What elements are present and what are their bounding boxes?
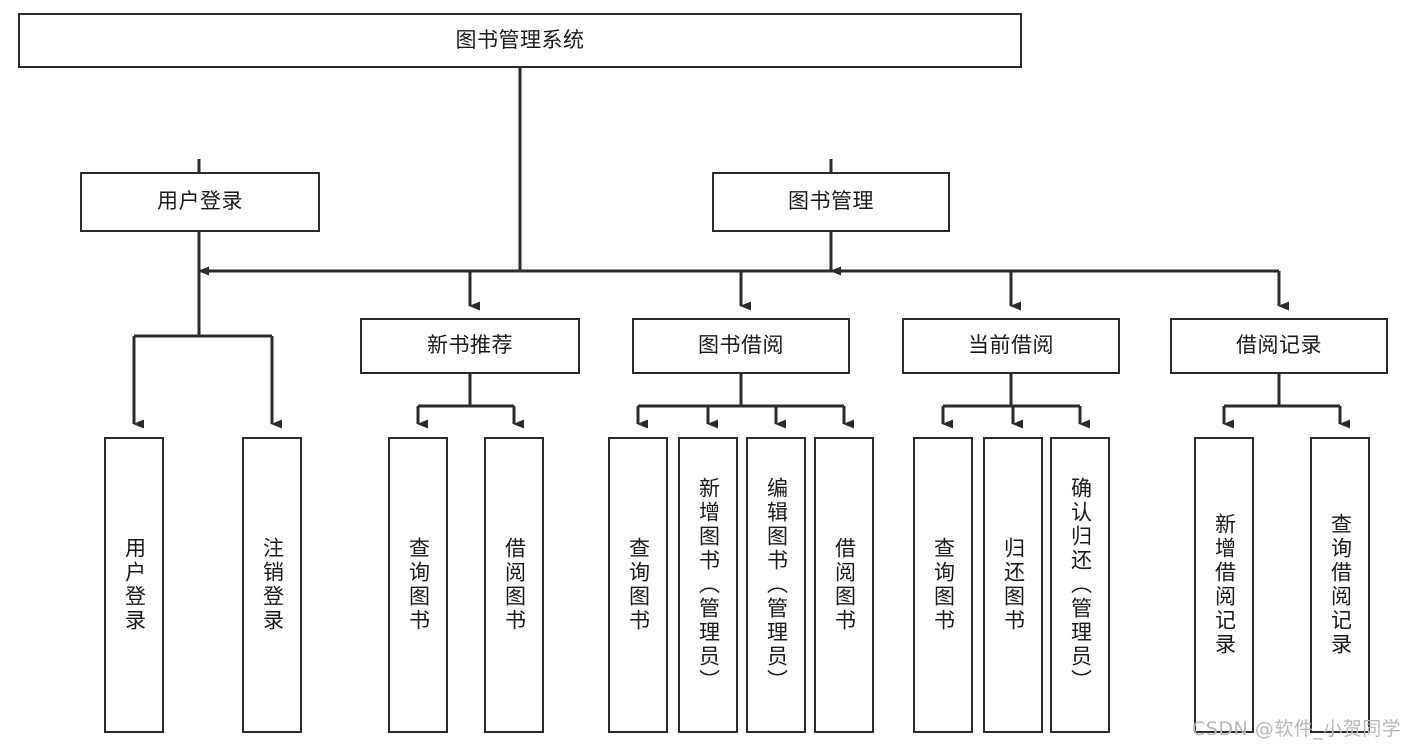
node-leaf-label: 查询图书 <box>931 537 956 633</box>
node-leaf-label: 注销登录 <box>260 537 285 633</box>
node-leaf-label: 借阅图书 <box>832 537 857 633</box>
node-leaf-label: 用户登录 <box>122 537 147 633</box>
node-root[interactable]: 图书管理系统 <box>18 13 1022 68</box>
node-leaf-10[interactable]: 归还图书 <box>983 437 1043 733</box>
node-level3-3[interactable]: 当前借阅 <box>902 318 1120 374</box>
node-root-label: 图书管理系统 <box>455 27 585 52</box>
node-level3-label: 借阅记录 <box>1236 333 1322 358</box>
node-leaf-13[interactable]: 查询借阅记录 <box>1310 437 1370 733</box>
node-leaf-3[interactable]: 查询图书 <box>388 437 448 733</box>
node-leaf-2[interactable]: 注销登录 <box>242 437 302 733</box>
node-leaf-label: 编辑图书（管理员） <box>764 477 789 693</box>
node-level3-label: 图书借阅 <box>698 333 784 358</box>
node-leaf-label: 确认归还（管理员） <box>1068 477 1093 693</box>
node-level3-label: 当前借阅 <box>968 333 1054 358</box>
node-leaf-11[interactable]: 确认归还（管理员） <box>1050 437 1110 733</box>
node-leaf-6[interactable]: 新增图书（管理员） <box>678 437 738 733</box>
node-leaf-label: 归还图书 <box>1001 537 1026 633</box>
node-leaf-label: 查询图书 <box>406 537 431 633</box>
node-leaf-5[interactable]: 查询图书 <box>608 437 668 733</box>
node-level2-label: 图书管理 <box>788 189 874 214</box>
node-leaf-4[interactable]: 借阅图书 <box>484 437 544 733</box>
node-level3-label: 新书推荐 <box>427 333 513 358</box>
node-leaf-label: 查询借阅记录 <box>1328 513 1353 657</box>
node-leaf-1[interactable]: 用户登录 <box>104 437 164 733</box>
node-leaf-label: 新增图书（管理员） <box>696 477 721 693</box>
node-level2-2[interactable]: 图书管理 <box>712 172 950 232</box>
node-leaf-label: 查询图书 <box>626 537 651 633</box>
node-level3-1[interactable]: 新书推荐 <box>360 318 580 374</box>
node-leaf-label: 新增借阅记录 <box>1212 513 1237 657</box>
node-level2-label: 用户登录 <box>157 189 243 214</box>
node-leaf-8[interactable]: 借阅图书 <box>814 437 874 733</box>
node-leaf-12[interactable]: 新增借阅记录 <box>1194 437 1254 733</box>
node-level2-1[interactable]: 用户登录 <box>80 172 320 232</box>
node-level3-4[interactable]: 借阅记录 <box>1170 318 1388 374</box>
node-leaf-7[interactable]: 编辑图书（管理员） <box>746 437 806 733</box>
node-level3-2[interactable]: 图书借阅 <box>632 318 850 374</box>
node-leaf-label: 借阅图书 <box>502 537 527 633</box>
node-leaf-9[interactable]: 查询图书 <box>913 437 973 733</box>
